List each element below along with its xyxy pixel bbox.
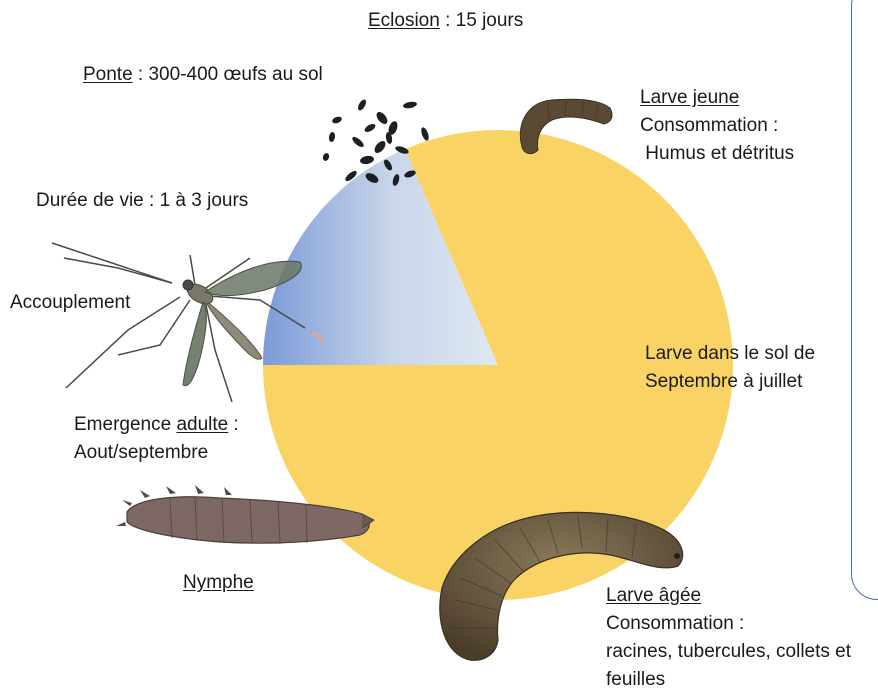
larve-jeune-consumption-text: Humus et détritus [640,140,794,168]
larve-sol-line2: Septembre à juillet [645,368,815,396]
larve-agee-consumption-text-2: feuilles [606,666,851,694]
larve-jeune-consumption-title: Consommation : [640,112,794,140]
emergence-date: Aout/septembre [74,439,239,467]
emergence-term: adulte [176,414,228,435]
eclosion-text: : 15 jours [440,10,523,31]
larve-sol-label: Larve dans le sol de Septembre à juillet [645,340,815,396]
ponte-term: Ponte [83,64,133,85]
larve-agee-term: Larve âgée [606,582,701,610]
accouplement-label: Accouplement [10,289,130,317]
emergence-label: Emergence adulte : Aout/septembre [74,411,239,467]
emergence-prefix: Emergence [74,414,176,435]
larve-agee-label: Larve âgée Consommation : racines, tuber… [606,582,851,694]
side-panel-frame [851,0,878,600]
ponte-text: : 300-400 œufs au sol [133,64,323,85]
larve-jeune-term: Larve jeune [640,84,739,112]
larve-agee-consumption-text: racines, tubercules, collets et [606,638,851,666]
emergence-suffix: : [228,414,239,435]
eclosion-label: Eclosion : 15 jours [368,7,523,35]
larve-sol-line1: Larve dans le sol de [645,340,815,368]
nymphe-label: Nymphe [183,569,254,597]
larve-jeune-label: Larve jeune Consommation : Humus et détr… [640,84,794,168]
larve-agee-consumption-title: Consommation : [606,610,851,638]
duree-vie-label: Durée de vie : 1 à 3 jours [36,187,248,215]
ponte-label: Ponte : 300-400 œufs au sol [83,61,323,89]
eclosion-term: Eclosion [368,10,440,31]
